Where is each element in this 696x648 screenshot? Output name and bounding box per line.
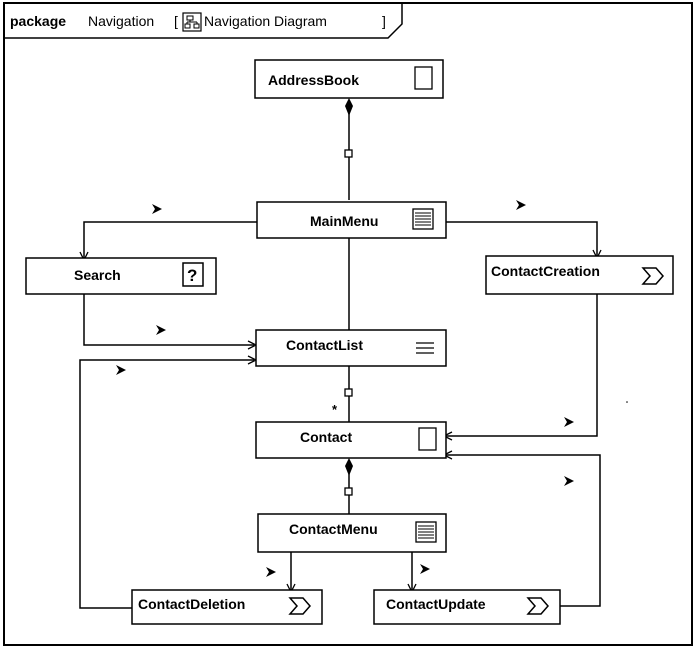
node-contactdeletion-label: ContactDeletion [138,596,245,612]
process-icon [288,597,311,615]
node-contactlist[interactable]: ContactList [255,329,447,367]
association-square-2 [344,388,353,397]
nav-chevron-5 [564,417,574,427]
composition-diamond-contact [345,458,353,476]
composition-diamond-addressbook [345,98,353,116]
node-search-label: Search [74,267,121,283]
node-contactcreation-label: ContactCreation [491,263,600,279]
scan-dot [626,401,628,403]
node-contactupdate-label: ContactUpdate [386,596,486,612]
process-icon [641,267,664,285]
nav-chevron-2 [516,200,526,210]
node-contactdeletion[interactable]: ContactDeletion [131,589,323,625]
list-icon [416,342,434,354]
process-icon [526,597,549,615]
node-addressbook[interactable]: AddressBook [254,59,444,99]
frame-tab [4,3,403,39]
nav-chevron-1 [152,204,162,214]
association-square-3 [344,487,353,496]
nav-chevron-6 [564,476,574,486]
node-contact[interactable]: Contact [255,421,447,459]
multiplicity-label: * [332,402,338,417]
node-contactcreation[interactable]: ContactCreation [485,255,674,295]
nav-chevron-8 [420,564,430,574]
menu-icon [412,208,434,230]
class-icon [418,427,437,451]
edge-mainmenu-search [83,221,257,258]
diagram-icon [182,12,202,32]
node-mainmenu[interactable]: MainMenu [256,201,447,239]
edge-contactcreation-contact [446,294,598,437]
menu-icon [415,521,437,543]
node-contactlist-label: ContactList [286,337,363,353]
association-square-1 [344,149,353,158]
edge-contactupdate-contact [446,454,601,607]
diagram-frame [3,2,693,646]
node-mainmenu-label: MainMenu [310,213,378,229]
frame-name: Navigation [88,13,154,29]
node-addressbook-label: AddressBook [268,72,359,88]
svg-text:?: ? [187,266,197,285]
nav-chevron-4 [116,365,126,375]
class-icon [414,66,433,90]
node-contactupdate[interactable]: ContactUpdate [373,589,561,625]
frame-open-bracket: [ [174,13,178,29]
node-contactmenu[interactable]: ContactMenu [257,513,447,553]
frame-diagram-name: Navigation Diagram [204,13,327,29]
edge-mainmenu-contactcreation [446,221,598,256]
question-icon: ? [182,262,204,287]
frame-keyword: package [10,13,66,29]
frame-close-bracket: ] [382,13,386,29]
nav-chevron-7 [266,567,276,577]
nav-chevron-3 [156,325,166,335]
node-contact-label: Contact [300,429,352,445]
edge-search-contactlist [83,294,254,346]
node-search[interactable]: Search ? [25,257,217,295]
edge-contactdeletion-contactlist [79,359,254,609]
node-contactmenu-label: ContactMenu [289,521,378,537]
